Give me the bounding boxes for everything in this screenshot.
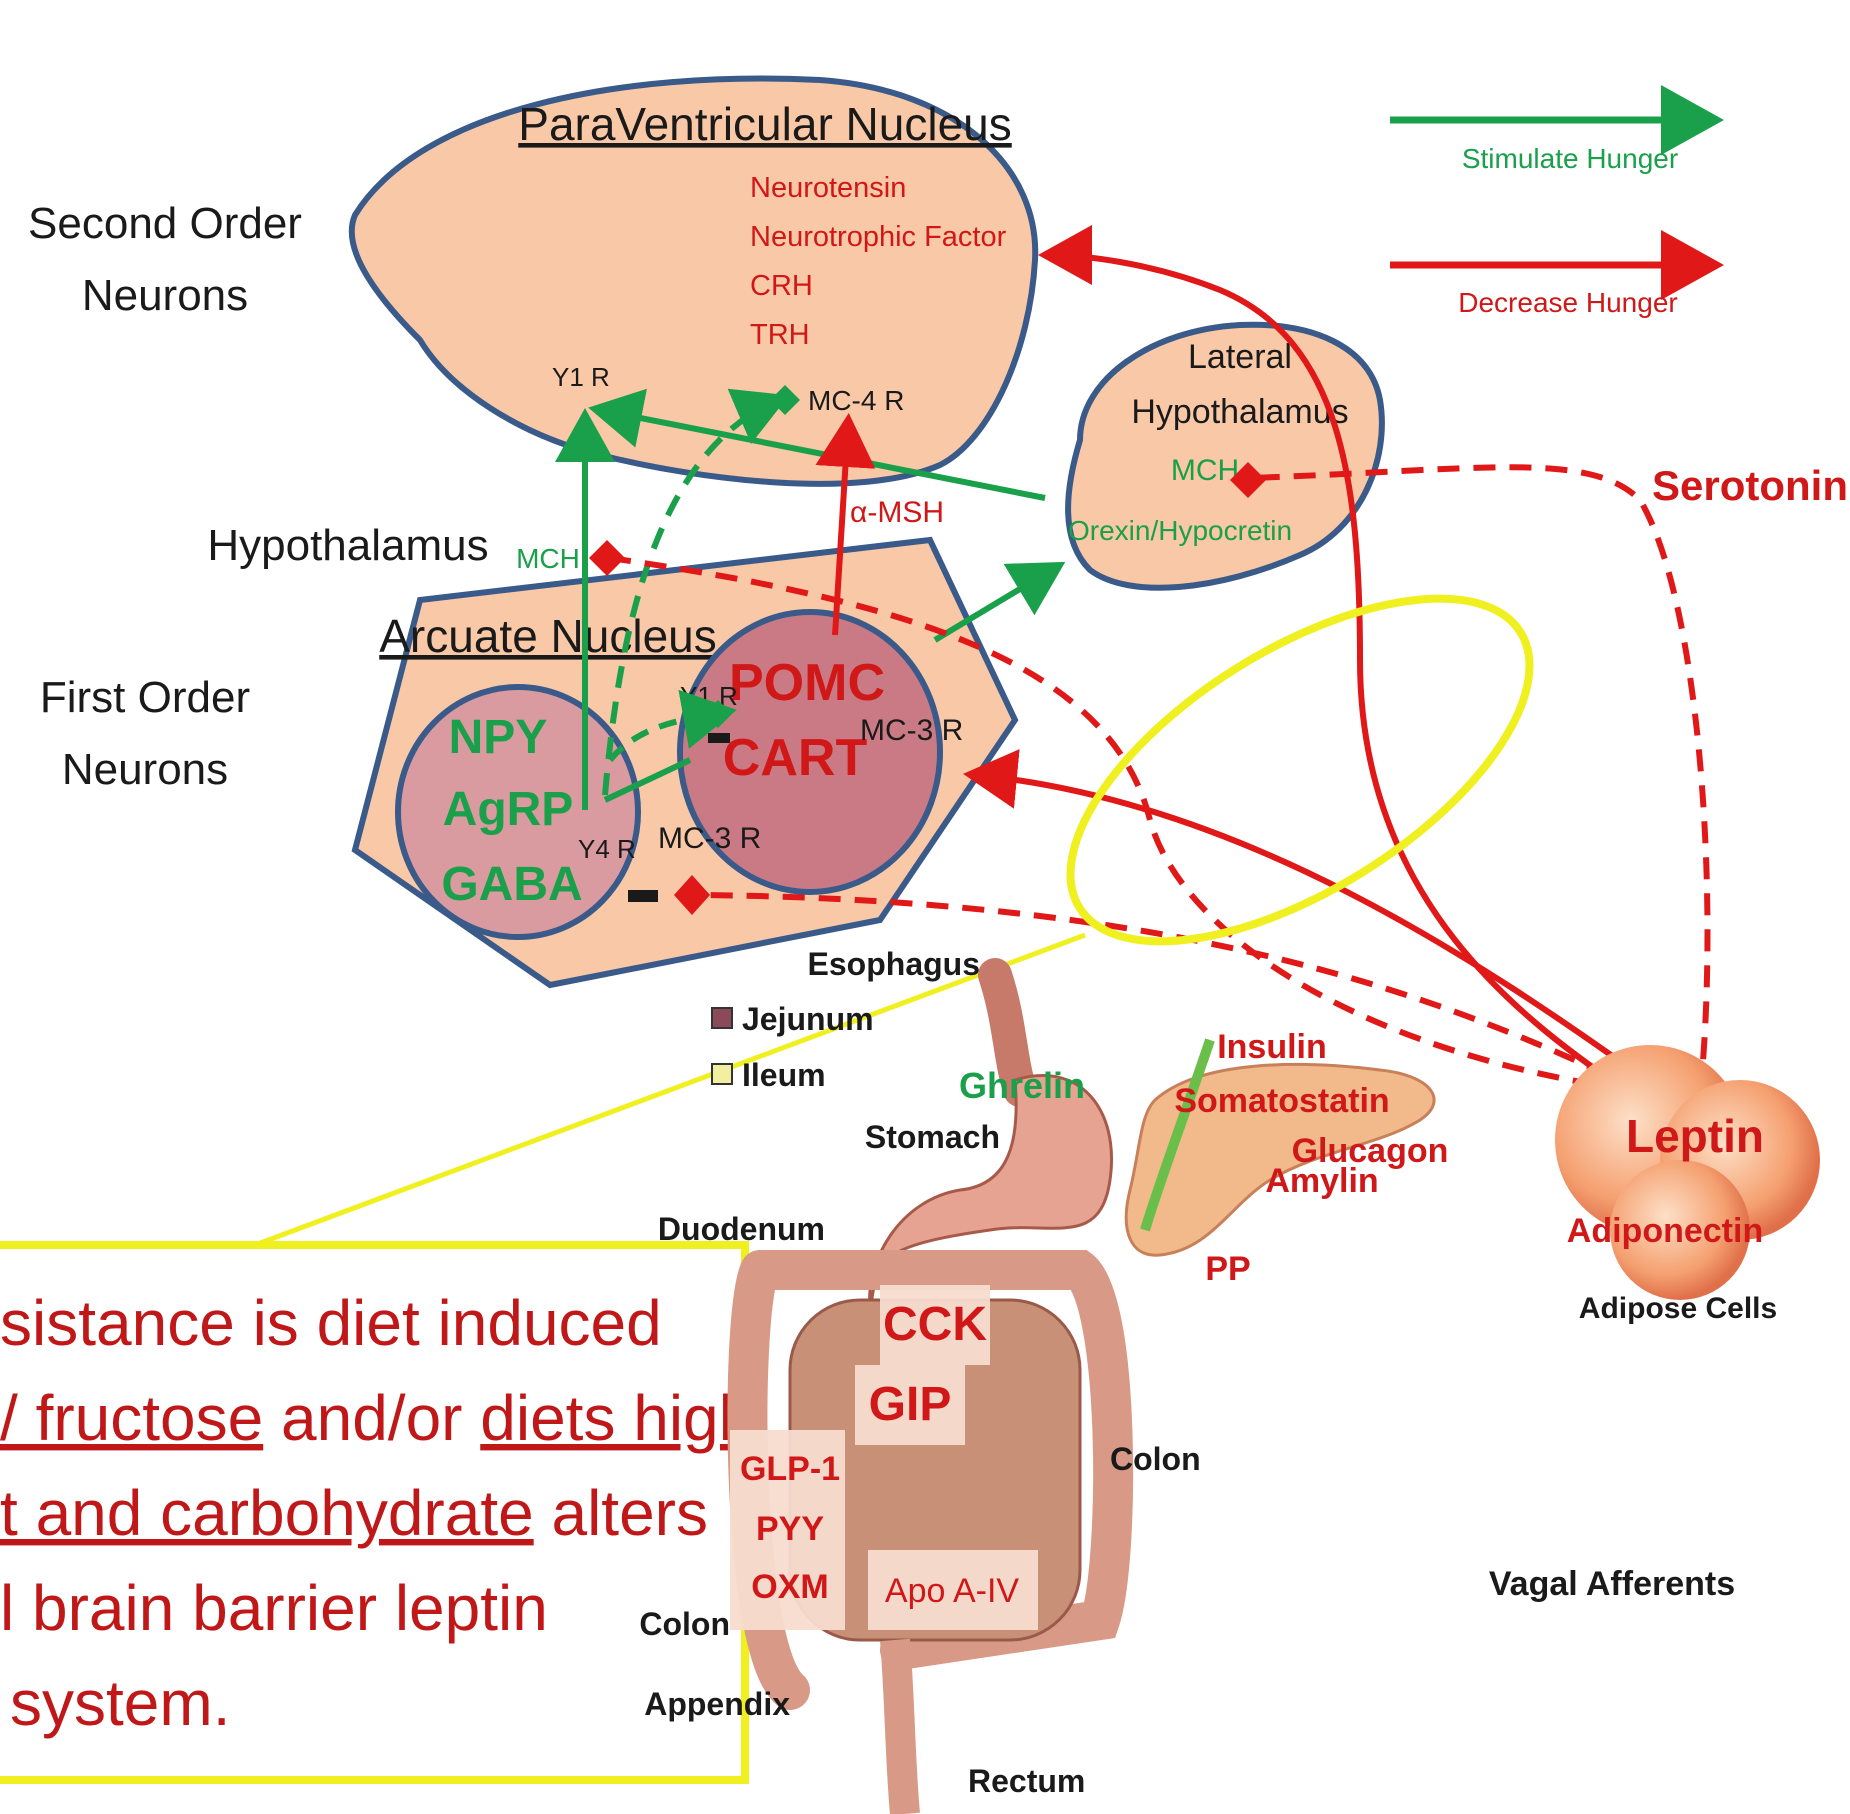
pvn-title: ParaVentricular Nucleus	[518, 98, 1011, 150]
pomc-mc3r-label: MC-3 R	[860, 714, 963, 747]
legend-decrease-label: Decrease Hunger	[1458, 287, 1677, 318]
jejunum-label: Jejunum	[742, 1001, 874, 1037]
apoa4-label: Apo A-IV	[885, 1572, 1020, 1610]
cck-label: CCK	[883, 1298, 987, 1351]
gip-label: GIP	[869, 1378, 952, 1431]
callout-diets-high: diets high	[480, 1382, 754, 1454]
lateral-title-1: Lateral	[1188, 338, 1292, 376]
callout-alters: alters	[534, 1477, 708, 1549]
glp1-label: GLP-1	[740, 1450, 840, 1488]
arcuate-title: Arcuate Nucleus	[379, 610, 717, 662]
stomach-label: Stomach	[865, 1119, 1000, 1155]
dashed-leptin-to-lateral-mch	[1250, 467, 1708, 1095]
adipose-cells-label: Adipose Cells	[1579, 1292, 1777, 1325]
colon-right-label: Colon	[1110, 1441, 1201, 1477]
callout-fructose: / fructose	[0, 1382, 263, 1454]
callout-and-or: and/or	[263, 1382, 480, 1454]
pvn-y1r-label: Y1 R	[552, 362, 610, 392]
ghrelin-label: Ghrelin	[959, 1065, 1085, 1106]
callout-fat-carb: t and carbohydrate	[0, 1477, 534, 1549]
pyy-label: PYY	[756, 1510, 824, 1548]
ileum-swatch	[712, 1064, 732, 1084]
appendix-label: Appendix	[644, 1686, 790, 1722]
second-order-neurons-label: Neurons	[82, 271, 248, 320]
hypothalamus-mch-diamond	[589, 540, 625, 576]
hypothalamus-mch-label: MCH	[516, 543, 580, 574]
pvn-item-trh: TRH	[750, 319, 810, 351]
serotonin-label: Serotonin	[1652, 462, 1848, 509]
vagal-afferents-label: Vagal Afferents	[1489, 1565, 1735, 1603]
adipose-cells-illustration	[1555, 1045, 1820, 1300]
npy-label: NPY	[449, 711, 548, 764]
esophagus-label: Esophagus	[808, 946, 980, 982]
callout-line-5: system.	[10, 1667, 230, 1739]
pvn-mc4r-label: MC-4 R	[808, 385, 904, 416]
npy-mc3r-label: MC-3 R	[658, 822, 761, 855]
pomc-label: POMC	[729, 654, 885, 712]
legend: Stimulate Hunger Decrease Hunger	[1390, 120, 1710, 318]
first-order-neurons-label: Neurons	[62, 745, 228, 794]
amylin-label: Amylin	[1265, 1162, 1378, 1200]
cart-label: CART	[723, 729, 868, 787]
callout-line-2: / fructose and/or diets high	[0, 1382, 754, 1454]
pp-label: PP	[1205, 1250, 1250, 1288]
pomc-y1r-label: Y1 R	[680, 681, 738, 711]
duodenum-label: Duodenum	[658, 1211, 825, 1247]
rectum-label: Rectum	[968, 1763, 1085, 1799]
callout-line-4: l brain barrier leptin	[0, 1572, 548, 1644]
hypothalamus-label: Hypothalamus	[207, 521, 488, 570]
lateral-mch-label: MCH	[1171, 454, 1239, 487]
adiponectin-label: Adiponectin	[1567, 1212, 1763, 1250]
callout-line-3: t and carbohydrate alters	[0, 1477, 708, 1549]
rectum-shape	[895, 1640, 905, 1814]
ileum-label: Ileum	[742, 1057, 826, 1093]
leptin-label: Leptin	[1626, 1110, 1764, 1162]
lateral-orexin-label: Orexin/Hypocretin	[1068, 515, 1292, 546]
somatostatin-label: Somatostatin	[1174, 1082, 1389, 1120]
pomc-inhibit-minus	[708, 733, 730, 743]
agrp-label: AgRP	[443, 783, 574, 836]
npy-y4r-label: Y4 R	[578, 834, 636, 864]
legend-stimulate-label: Stimulate Hunger	[1462, 143, 1678, 174]
second-order-label: Second Order	[28, 199, 302, 248]
npy-inhibit-minus	[628, 890, 658, 902]
lateral-title-2: Hypothalamus	[1131, 393, 1348, 431]
jejunum-swatch	[712, 1008, 732, 1028]
pvn-item-neurotrophic-factor: Neurotrophic Factor	[750, 221, 1007, 253]
insulin-label: Insulin	[1217, 1028, 1327, 1066]
colon-left-label: Colon	[639, 1606, 730, 1642]
bbb-highlight-ellipse	[1016, 530, 1584, 1009]
alpha-msh-label: α-MSH	[850, 496, 944, 529]
gaba-label: GABA	[441, 858, 582, 911]
pvn-item-neurotensin: Neurotensin	[750, 172, 906, 204]
oxm-label: OXM	[751, 1568, 828, 1606]
callout-line-1: sistance is diet induced	[0, 1287, 662, 1359]
pvn-item-crh: CRH	[750, 270, 813, 302]
first-order-label: First Order	[40, 673, 250, 722]
